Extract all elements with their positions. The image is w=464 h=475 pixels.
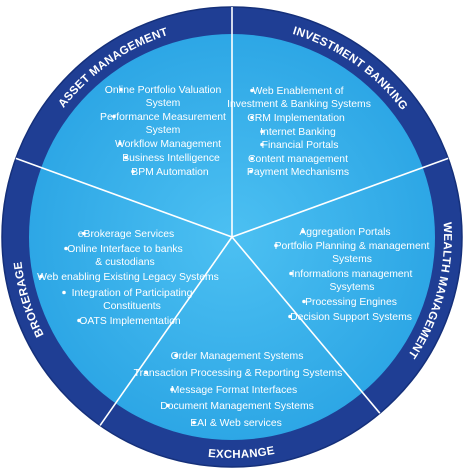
segment-investment-banking: Web Enablement of Investment & Banking S… [227, 86, 371, 178]
list-item: EAI & Web services [190, 418, 282, 429]
bullet-icon [124, 155, 128, 160]
bullet-icon [77, 318, 81, 323]
list-item: OATS Implementation [79, 316, 181, 327]
bullet-icon [288, 314, 292, 319]
list-item: Content management [248, 154, 348, 165]
list-item: Online Interface to banks [67, 244, 183, 255]
list-item: Decision Support Systems [290, 312, 412, 323]
bullet-icon [301, 229, 305, 234]
bullet-icon [82, 231, 86, 236]
list-item: Integration of Participating [72, 288, 193, 299]
bullet-icon [289, 271, 293, 276]
bullet-icon [260, 129, 264, 134]
segment-wealth-management: Aggregation Portals Portfolio Planning &… [274, 227, 430, 323]
list-item: Workflow Management [115, 139, 221, 150]
bullet-icon [64, 246, 68, 251]
list-item-continuation: Sysytems [329, 282, 374, 293]
list-item: Message Format Interfaces [171, 385, 297, 396]
list-item: Informations management [292, 269, 413, 280]
segment-divider [231, 236, 381, 414]
list-item: Online Portfolio Valuation [105, 85, 222, 96]
list-item-continuation: System [146, 125, 181, 136]
bullet-icon [250, 115, 254, 120]
bullet-icon [260, 142, 264, 147]
bullet-icon [250, 88, 254, 93]
bullet-icon [119, 87, 123, 92]
list-item: BPM Automation [131, 167, 209, 178]
bullet-icon [174, 353, 178, 358]
list-item: Web Enablement of [252, 86, 343, 97]
list-item: Aggregation Portals [299, 227, 390, 238]
segment-exchange: Order Management Systems Transaction Pro… [134, 351, 343, 429]
segment-divider [15, 157, 233, 238]
bullet-icon [192, 420, 196, 425]
bullet-icon [274, 243, 278, 248]
segment-label-exchange: EXCHANGE [208, 445, 276, 461]
list-item: Transaction Processing & Reporting Syste… [134, 368, 343, 379]
list-item: Portfolio Planning & management [275, 241, 430, 252]
list-item-continuation: Systems [332, 254, 372, 265]
list-item: Web enabling Existing Legacy Systems [37, 272, 219, 283]
bullet-icon [118, 141, 122, 146]
segment-divider [231, 157, 449, 238]
segment-asset-management: Online Portfolio Valuation System Perfor… [100, 85, 226, 178]
segment-divider [99, 236, 233, 426]
list-item-continuation: System [146, 98, 181, 109]
list-item-continuation: & custodians [95, 257, 155, 268]
list-item-continuation: Constituents [103, 301, 161, 312]
bullet-icon [144, 370, 148, 375]
bullet-icon [62, 290, 66, 295]
list-item: Payment Mechanisms [247, 167, 349, 178]
list-item-continuation: Investment & Banking Systems [227, 99, 371, 110]
list-item: Internet Banking [260, 127, 336, 138]
bullet-icon [112, 114, 116, 119]
bullet-icon [170, 387, 174, 392]
list-item: eBrokerage Services [78, 229, 174, 240]
list-item: CRM Implementation [247, 113, 345, 124]
bullet-icon [166, 403, 170, 408]
segment-brokerage: eBrokerage Services Online Interface to … [37, 229, 219, 327]
list-item: Financial Portals [262, 140, 339, 151]
bullet-icon [39, 274, 43, 279]
list-item: Order Management Systems [171, 351, 304, 362]
bullet-icon [302, 299, 306, 304]
list-item: Processing Engines [305, 297, 397, 308]
bullet-icon [249, 169, 253, 174]
segment-dividers [15, 7, 449, 426]
list-item: Performance Measurement [100, 112, 226, 123]
list-item: Document Management Systems [160, 401, 314, 412]
bullet-icon [131, 169, 135, 174]
bullet-icon [250, 156, 254, 161]
list-item: Business Intelligence [122, 153, 220, 164]
